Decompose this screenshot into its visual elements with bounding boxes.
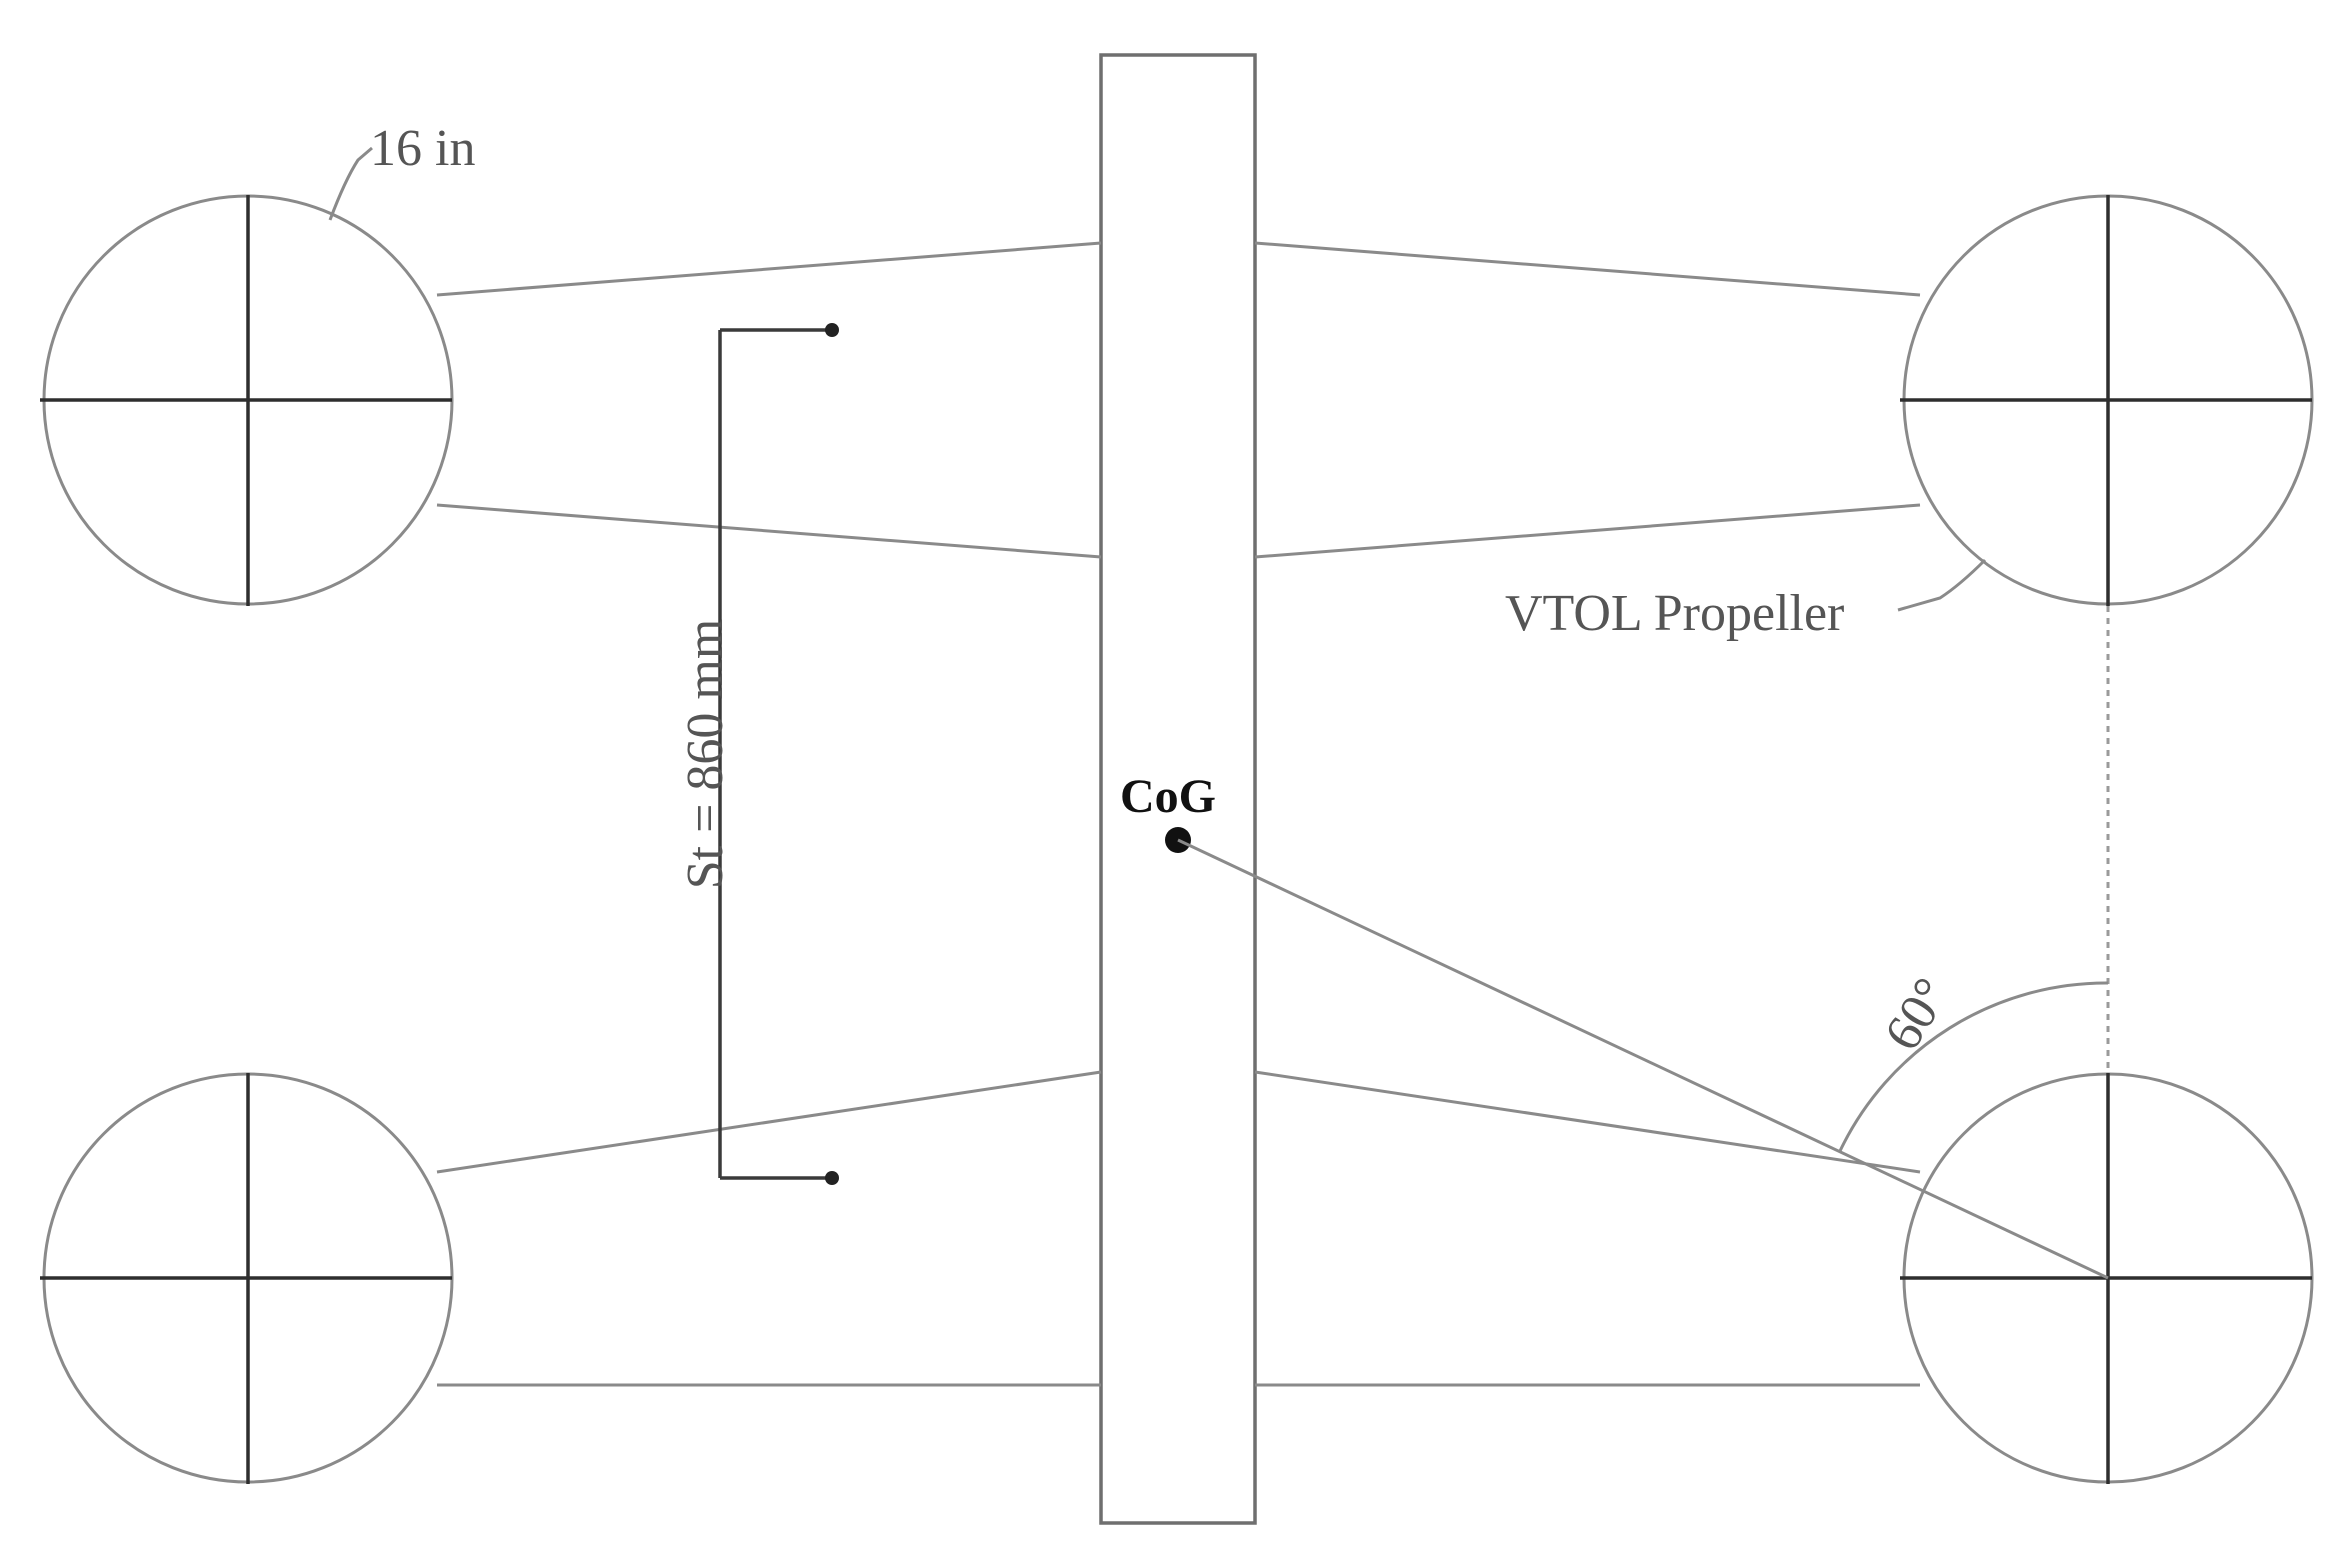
spacing-dimension	[718, 323, 839, 1185]
boom-bottom-left	[436, 1070, 1102, 1387]
propeller-top-left	[40, 194, 454, 606]
propeller-top-right	[1900, 194, 2314, 606]
fuselage	[1099, 53, 1257, 1525]
prop-size-label: 16 in	[370, 120, 475, 177]
cog-label: CoG	[1120, 770, 1216, 823]
cog-to-prop-line	[1177, 838, 2109, 1280]
propeller-bottom-left	[40, 1072, 454, 1484]
propeller-leader	[1897, 558, 1987, 612]
spacing-label: St = 860 mm	[677, 619, 734, 890]
prop-size-leader	[328, 146, 373, 221]
boom-top-left	[436, 241, 1102, 559]
angle-label: 60°	[1874, 968, 1961, 1060]
propeller-label: VTOL Propeller	[1505, 585, 1844, 642]
boom-bottom-right	[1254, 1070, 1921, 1387]
angle-arc	[1838, 981, 2109, 1152]
propeller-bottom-right	[1900, 1072, 2314, 1484]
boom-top-right	[1254, 241, 1921, 559]
